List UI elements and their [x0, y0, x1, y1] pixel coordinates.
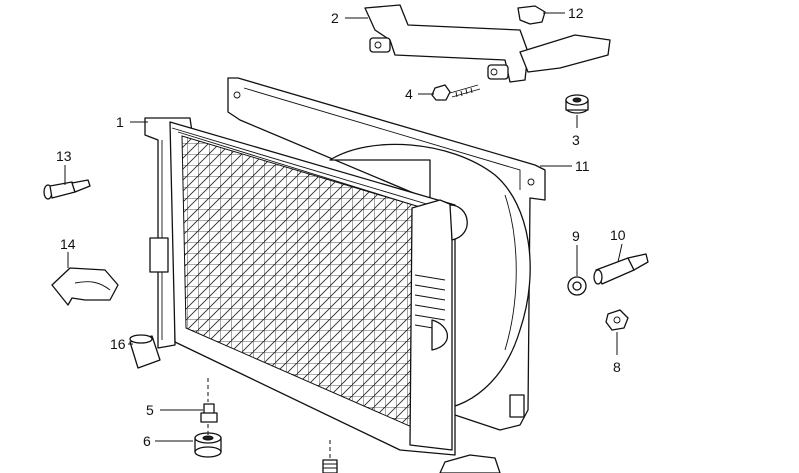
clip: [517, 5, 546, 25]
callout-4: 4: [405, 86, 413, 102]
callout-numbers: 1 2 3 4 5 6 8 9 10 11 12 13 14 16: [56, 5, 626, 449]
callout-5: 5: [146, 402, 154, 418]
expansion-rivet: [43, 179, 91, 200]
callout-6: 6: [143, 433, 151, 449]
bottom-part-fragments: [322, 454, 501, 473]
callout-2: 2: [331, 10, 339, 26]
support-bracket: [364, 4, 611, 83]
callout-13: 13: [56, 148, 72, 164]
callout-16: 16: [110, 336, 126, 352]
rubber-mount-side: [129, 334, 161, 369]
radiator: [144, 117, 468, 456]
screw: [431, 84, 481, 101]
callout-8: 8: [613, 359, 621, 375]
holder: [51, 267, 119, 306]
rubber-mount-bottom: [194, 432, 222, 458]
callout-9: 9: [572, 228, 580, 244]
callout-11: 11: [575, 158, 590, 174]
callout-3: 3: [572, 132, 580, 148]
temperature-switch: [593, 253, 649, 285]
plug: [605, 309, 629, 331]
callout-14: 14: [60, 236, 76, 252]
callout-1: 1: [116, 114, 124, 130]
seal-ring: [567, 276, 587, 296]
callout-12: 12: [568, 5, 584, 21]
leader-lines: [64, 12, 623, 458]
callout-10: 10: [610, 227, 626, 243]
rubber-mount-top: [565, 94, 589, 114]
drain-plug: [200, 403, 218, 423]
